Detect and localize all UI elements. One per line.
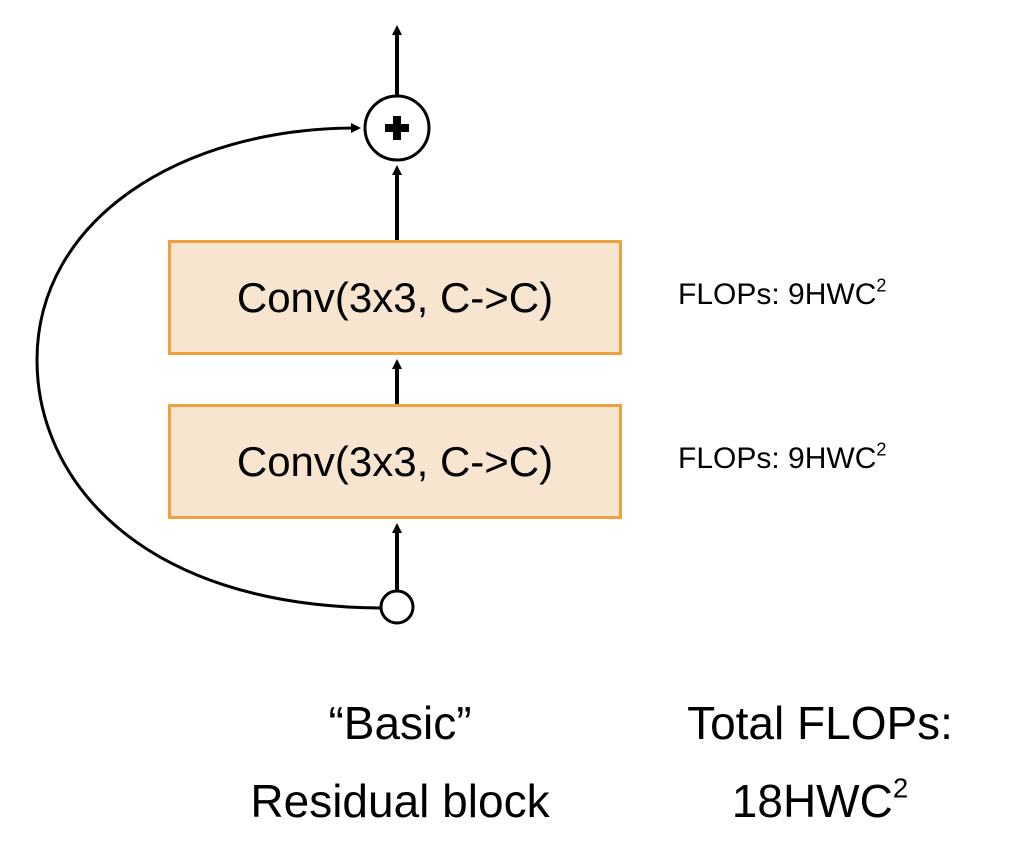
conv-block-top: Conv(3x3, C->C) (168, 240, 622, 355)
flops-bottom: FLOPs: 9HWC2 (678, 439, 887, 476)
caption-line-2: Residual block (250, 775, 550, 827)
total-value: 18HWC (731, 775, 893, 827)
caption-line-1: “Basic” (328, 697, 472, 749)
plus-icon (385, 116, 409, 140)
flops-bottom-text: FLOPs: 9HWC (678, 442, 877, 475)
total-line-2: 18HWC2 (650, 770, 990, 832)
conv-block-bottom: Conv(3x3, C->C) (168, 404, 622, 519)
total-exponent: 2 (892, 772, 909, 804)
conv-block-top-label: Conv(3x3, C->C) (236, 273, 554, 321)
input-node (379, 589, 415, 625)
block-caption: “Basic” Residual block (190, 692, 610, 832)
flops-top: FLOPs: 9HWC2 (678, 275, 887, 312)
flops-top-exponent: 2 (876, 275, 887, 296)
skip-connection-arrow (35, 123, 381, 610)
total-line-1: Total FLOPs: (687, 697, 953, 749)
flops-top-text: FLOPs: 9HWC (678, 278, 877, 311)
total-flops: Total FLOPs: 18HWC2 (650, 692, 990, 832)
flops-bottom-exponent: 2 (876, 439, 887, 460)
conv-block-bottom-label: Conv(3x3, C->C) (236, 437, 554, 485)
